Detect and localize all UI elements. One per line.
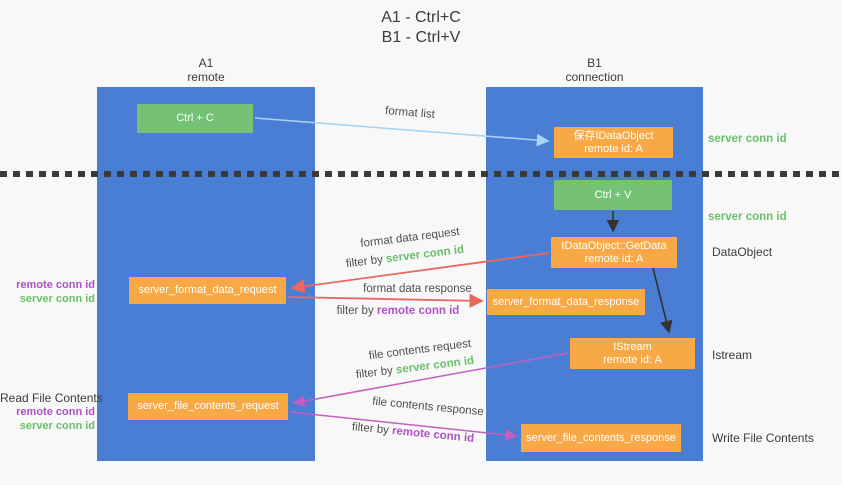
- save-dataobject-line1: 保存IDataObject: [573, 129, 654, 142]
- getdata-line2: remote id: A: [584, 252, 644, 265]
- filter-by-text: filter by: [345, 253, 387, 271]
- server-conn-id-value: server conn id: [395, 354, 475, 377]
- save-dataobject-node: 保存IDataObject remote id: A: [554, 127, 673, 158]
- title-line-1: A1 - Ctrl+C: [381, 9, 461, 26]
- left-conn-id-block-2: Read File Contents remote conn id server…: [0, 391, 103, 433]
- filter-by-text: filter by: [355, 364, 397, 382]
- server-file-contents-request-node: server_file_contents_request: [128, 393, 288, 420]
- istream-right-label: Istream: [712, 348, 753, 362]
- server-conn-id-mid-right-label: server conn id: [708, 211, 787, 223]
- write-file-contents-label: Write File Contents: [712, 431, 814, 445]
- filter-by-text: filter by: [351, 421, 393, 437]
- right-lane-header: B1 connection: [486, 56, 703, 84]
- server-conn-id-value: server conn id: [385, 243, 465, 266]
- server-format-data-response-label: server_format_data_response: [492, 295, 640, 308]
- right-lane-name: B1: [587, 56, 602, 70]
- getdata-node: IDataObject::GetData remote id: A: [551, 237, 677, 268]
- remote-conn-id-left-2: remote conn id: [16, 406, 95, 418]
- istream-line1: IStream: [613, 340, 652, 353]
- istream-line2: remote id: A: [603, 353, 662, 366]
- server-format-data-response-node: server_format_data_response: [487, 289, 645, 315]
- istream-node: IStream remote id: A: [570, 338, 695, 369]
- remote-conn-id-value: remote conn id: [391, 425, 475, 445]
- format-data-response-label: format data response: [363, 283, 472, 295]
- format-data-response-arrow: [286, 293, 484, 308]
- left-lane-header: A1 remote: [97, 56, 315, 84]
- ctrl-c-label: Ctrl + C: [176, 112, 214, 124]
- ctrl-c-node: Ctrl + C: [137, 104, 253, 133]
- format-list-label: format list: [384, 105, 436, 121]
- left-lane-role: remote: [187, 70, 225, 84]
- server-file-contents-response-node: server_file_contents_response: [521, 424, 681, 452]
- server-conn-id-top-right-label: server conn id: [708, 133, 787, 145]
- diagram-title: A1 - Ctrl+C B1 - Ctrl+V: [0, 8, 842, 48]
- save-dataobject-line2: remote id: A: [584, 142, 643, 155]
- server-format-data-request-label: server_format_data_request: [138, 284, 277, 296]
- dotted-separator: [0, 171, 842, 177]
- server-conn-id-left-2: server conn id: [19, 420, 95, 432]
- left-lane-name: A1: [198, 56, 214, 70]
- format-data-response-filter-label: filter by remote conn id: [333, 305, 463, 317]
- file-contents-response-filter-label: filter by remote conn id: [348, 421, 479, 445]
- remote-conn-id-left-1: remote conn id: [16, 279, 95, 291]
- filter-by-text: filter by: [336, 305, 377, 317]
- server-file-contents-request-label: server_file_contents_request: [137, 400, 279, 412]
- title-line-2: B1 - Ctrl+V: [381, 29, 461, 46]
- left-conn-id-block-1: remote conn id server conn id: [0, 278, 95, 306]
- getdata-line1: IDataObject::GetData: [561, 239, 667, 252]
- ctrl-v-label: Ctrl + V: [594, 188, 632, 201]
- remote-conn-id-value: remote conn id: [376, 305, 460, 317]
- file-contents-response-label: file contents response: [371, 395, 485, 419]
- dataobject-right-label: DataObject: [712, 245, 773, 259]
- server-format-data-request-node: server_format_data_request: [129, 277, 286, 304]
- ctrl-v-node: Ctrl + V: [554, 180, 672, 210]
- server-file-contents-response-label: server_file_contents_response: [526, 431, 676, 444]
- right-lane-role: connection: [565, 70, 624, 84]
- server-conn-id-left-1: server conn id: [19, 293, 95, 305]
- read-file-contents-label: Read File Contents: [0, 391, 103, 405]
